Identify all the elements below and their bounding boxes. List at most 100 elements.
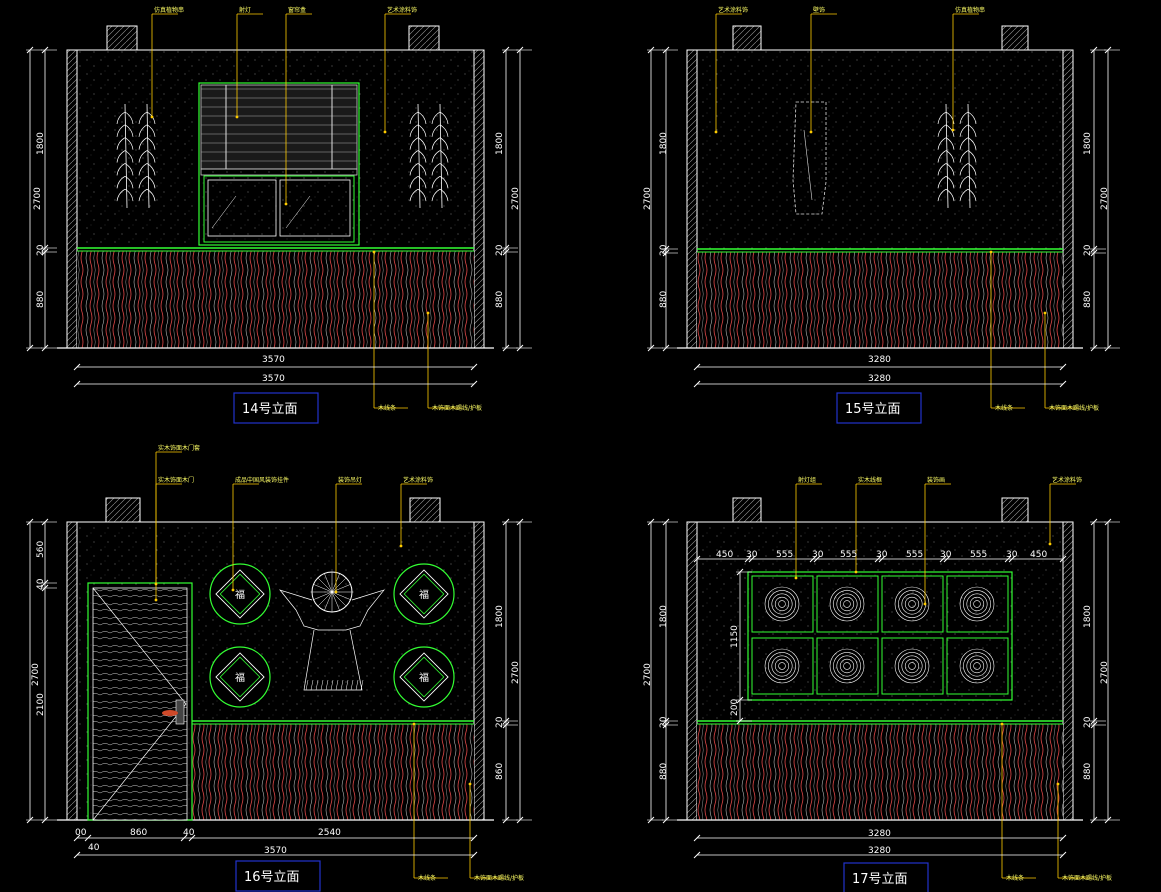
plant-leaf — [431, 137, 449, 150]
dim-tick — [1059, 834, 1067, 842]
artificial-plant-icon — [937, 103, 977, 209]
plant-leaf — [431, 175, 449, 189]
dim-label: 2700 — [643, 187, 653, 210]
wood-dado-panel — [192, 724, 474, 820]
dim-tick — [516, 46, 524, 54]
dim-label: 1800 — [1083, 605, 1093, 628]
dim-tick — [41, 46, 49, 54]
annotation-label: 木线条 — [1006, 874, 1024, 882]
concentric-art — [901, 593, 923, 615]
medallion-diamond — [399, 652, 449, 702]
elevation-title-box — [235, 860, 321, 892]
decor-fringe — [335, 679, 339, 691]
leader-dot — [809, 130, 813, 134]
dim-tick — [84, 834, 92, 842]
ceiling-beam — [732, 497, 762, 523]
ceiling-beam — [409, 497, 441, 523]
concentric-art — [778, 662, 786, 670]
dim-tick — [693, 380, 701, 388]
dim-label: 2540 — [318, 828, 341, 838]
dim-label: 1800 — [495, 132, 505, 155]
dim-label: 30 — [812, 550, 824, 560]
dim-label: 560 — [36, 541, 46, 558]
annotation-label: 艺术涂料饰 — [403, 476, 433, 484]
annotation-label: 实木饰面木门套 — [158, 444, 200, 452]
concentric-art — [966, 593, 988, 615]
medallion-diamond-inner — [219, 573, 261, 615]
lamp-rib — [313, 591, 333, 600]
decor-fringe — [310, 679, 314, 691]
plant-leaf — [116, 137, 134, 150]
picture-frame — [946, 575, 1009, 633]
lamp-rib — [317, 577, 333, 593]
leader-dot — [854, 570, 858, 574]
dim-label: 3570 — [262, 355, 285, 365]
dim-tick — [502, 344, 510, 352]
dim-label: 2100 — [36, 693, 46, 716]
door-leaf — [92, 587, 188, 821]
annotation-label: 艺术涂料饰 — [387, 6, 417, 14]
dim-tick — [874, 555, 882, 563]
picture-frame — [816, 637, 879, 695]
elevation-title-box — [843, 862, 929, 892]
fu-character: 福 — [419, 588, 429, 601]
dim-label: 880 — [659, 763, 669, 780]
concentric-art — [904, 596, 920, 612]
dim-label: 1800 — [659, 605, 669, 628]
dim-tick — [1090, 721, 1098, 729]
dim-tick — [502, 717, 510, 725]
concentric-art — [908, 662, 916, 670]
dim-tick — [502, 518, 510, 526]
plant-leaf — [138, 124, 156, 137]
dim-tick — [41, 518, 49, 526]
plant-leaf — [138, 188, 156, 202]
side-wall-right — [473, 49, 485, 349]
ceiling-beam — [106, 25, 138, 51]
concentric-art — [774, 658, 790, 674]
dim-tick — [647, 518, 655, 526]
concentric-art — [973, 600, 981, 608]
concentric-art — [843, 662, 851, 670]
plant-leaf — [116, 111, 134, 125]
dim-tick — [73, 834, 81, 842]
dim-label: 40 — [183, 828, 195, 838]
dim-tick — [1090, 518, 1098, 526]
dim-tick — [693, 363, 701, 371]
annotation-label: 木饰面木踢线/护板 — [432, 404, 482, 412]
dim-label: 880 — [1083, 763, 1093, 780]
plant-leaf — [937, 137, 955, 150]
annotation-label: 装饰吊灯 — [338, 476, 362, 484]
dim-tick — [662, 46, 670, 54]
dim-label: 30 — [876, 550, 888, 560]
dim-label: 3280 — [868, 355, 891, 365]
decor-fringe — [345, 679, 349, 691]
plant-leaf — [409, 175, 427, 189]
decor-fringe — [360, 679, 364, 691]
annotation-label: 壁饰 — [813, 6, 825, 14]
dim-tick — [1090, 344, 1098, 352]
dim-label: 20 — [659, 716, 669, 728]
concentric-art — [768, 590, 796, 618]
dim-label: 880 — [1083, 291, 1093, 308]
plant-stem — [124, 103, 128, 209]
plant-leaf — [959, 137, 977, 150]
plant-leaf — [409, 111, 427, 125]
plant-leaf — [937, 163, 955, 176]
dim-tick — [748, 555, 756, 563]
artificial-plant-icon — [409, 103, 449, 209]
plant-leaf — [138, 150, 156, 163]
dim-tick — [1059, 851, 1067, 859]
decor-fringe — [355, 679, 359, 691]
side-wall-left — [66, 49, 78, 349]
annotation-label: 射灯组 — [798, 476, 816, 484]
dim-label: 40 — [88, 843, 100, 853]
concentric-art — [764, 586, 800, 622]
dim-tick — [26, 46, 34, 54]
lamp-rib — [324, 573, 333, 593]
concentric-art — [829, 586, 865, 622]
concentric-art — [963, 590, 991, 618]
annotation-label: 木饰面木踢线/护板 — [1062, 874, 1112, 882]
medallion-ring — [209, 646, 271, 708]
leader-dot — [794, 576, 798, 580]
concentric-art — [836, 655, 858, 677]
